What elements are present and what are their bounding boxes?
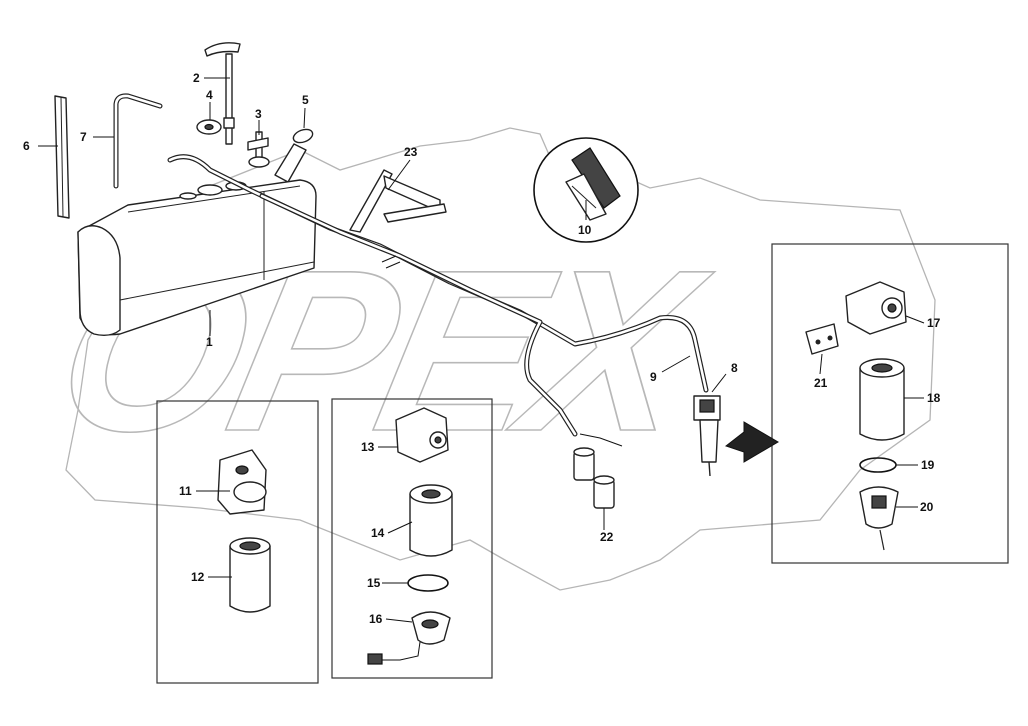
callout-22: 22 [600,530,614,544]
callout-17: 17 [927,316,941,330]
part-19-oring [859,457,897,473]
callout-14: 14 [371,526,385,540]
callout-2: 2 [193,71,200,85]
callout-12: 12 [191,570,205,584]
frame-13-16 [331,398,493,679]
callout-15: 15 [367,576,381,590]
callout-16: 16 [369,612,383,626]
callout-11: 11 [179,484,192,498]
callout-10: 10 [578,223,592,237]
part-6-strip [54,95,70,219]
part-5-filler-neck [274,128,314,183]
callout-labels: 1 2 3 4 5 6 7 8 9 10 11 12 13 14 15 16 1… [23,71,941,626]
callout-9: 9 [650,370,657,384]
part-7-pipe [113,93,163,189]
watermark: OPEX [37,127,936,591]
callout-6: 6 [23,139,30,153]
part-2-level-sensor [204,42,241,145]
callout-1: 1 [206,335,213,349]
part-16-bowl [367,611,451,665]
watermark-gear-outline [65,127,936,591]
part-23-bracket [349,169,447,233]
direction-arrow [724,421,779,463]
callout-21: 21 [814,376,828,390]
part-13-pump-head [395,407,449,463]
fuel-line-harness [167,154,709,447]
frame-11-12 [156,400,319,684]
callout-19: 19 [921,458,935,472]
callout-7: 7 [80,130,87,144]
part-17-pump [845,281,907,335]
part-12-filter [229,537,271,613]
part-10-detail [533,137,639,243]
callout-5: 5 [302,93,309,107]
callout-3: 3 [255,107,262,121]
part-14-filter [409,484,453,557]
callout-13: 13 [361,440,375,454]
frame-17-21 [771,243,1009,564]
part-20-bowl [859,486,899,551]
part-15-oring [407,574,449,592]
part-22-sleeves [573,447,615,509]
part-18-filter [859,358,905,441]
part-11-head [217,449,267,515]
part-4-flange [196,119,222,135]
callout-4: 4 [206,88,213,102]
part-8-9-filter [693,395,721,477]
callout-23: 23 [404,145,418,159]
leader-lines [38,77,925,623]
part-21-bracket [805,323,839,355]
part-3-valve [247,131,270,168]
callout-18: 18 [927,391,941,405]
callout-8: 8 [731,361,738,375]
callout-20: 20 [920,500,934,514]
